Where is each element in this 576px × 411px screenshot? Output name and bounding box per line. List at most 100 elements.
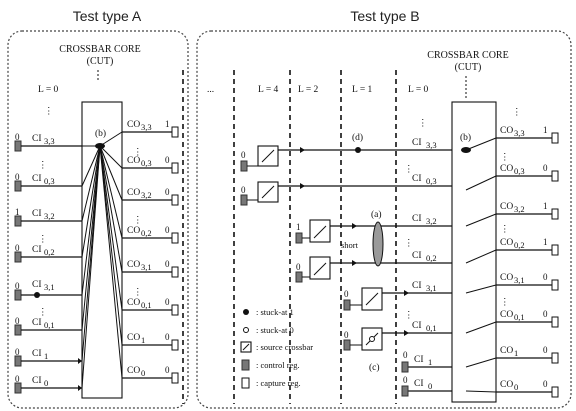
stuck-at-1-dot: [34, 292, 40, 298]
legend-text-control-reg: : control reg.: [256, 360, 300, 370]
ellipsis-icon: ⋮: [418, 119, 428, 129]
ci-bit: 0: [15, 374, 20, 384]
ci-name: CI: [32, 209, 42, 219]
ci-sub: 3,3: [426, 140, 437, 150]
ci-name: CI: [414, 355, 424, 365]
ci-row: 0 CI 0,1: [14, 316, 82, 336]
co-sub: 3,2: [141, 190, 152, 200]
co-bit: 0: [165, 365, 170, 375]
short-fault-icon: [372, 221, 384, 267]
capture-register-icon: [551, 208, 559, 220]
ci-name: CI: [412, 174, 422, 184]
src-bit: 0: [344, 289, 349, 299]
legend-filled-dot-icon: [243, 309, 249, 315]
ci-bit: 0: [403, 375, 408, 385]
ci-sub: 3,1: [44, 282, 55, 292]
control-register-icon: [343, 339, 351, 351]
legend-text-stuck-at-1: : stuck-at 1: [256, 307, 294, 317]
ci-bit: 0: [15, 243, 20, 253]
legend-text-capture-reg: : capture reg.: [256, 378, 301, 388]
ci-name: CI: [32, 134, 42, 144]
legend-capture-register-icon: [241, 377, 250, 389]
crossbar-wiring-a: [81, 131, 123, 389]
ellipsis-icon: ⋮: [500, 298, 510, 308]
co-sub: 0,1: [514, 312, 525, 322]
control-register-icon: [14, 140, 22, 152]
co-bit: 0: [165, 155, 170, 165]
stuck-at-0-dot: [369, 336, 375, 342]
co-sub: 0,3: [514, 166, 525, 176]
ci-row: 0 CI 0,2: [14, 243, 82, 263]
co-bit: 1: [543, 125, 548, 135]
ci-bit: 0: [15, 347, 20, 357]
capture-register-icon: [551, 244, 559, 256]
arrowhead-icon: [78, 358, 82, 364]
co-sub: 0,1: [141, 300, 152, 310]
marker-d: (d): [352, 132, 363, 143]
legend-hollow-dot-icon: [243, 327, 249, 333]
src-bit: 1: [296, 222, 301, 232]
co-name: CO: [500, 126, 513, 136]
ci-sub: 0,3: [44, 176, 55, 186]
stuck-at-1-dot: [355, 147, 361, 153]
title-test-type-a: Test type A: [73, 8, 142, 24]
src-bit: 0: [296, 262, 301, 272]
marker-c: (c): [369, 362, 380, 373]
short-label: short: [341, 240, 359, 250]
ci-name: CI: [412, 281, 422, 291]
co-bit: 0: [165, 297, 170, 307]
control-register-icon: [240, 160, 248, 172]
ci-bit: 0: [15, 132, 20, 142]
capture-register-icon: [551, 352, 559, 364]
co-name: CO: [500, 164, 513, 174]
co-bit: 0: [165, 225, 170, 235]
co-name: CO: [127, 226, 140, 236]
co-name: CO: [127, 188, 140, 198]
co-bit: 0: [543, 379, 548, 389]
control-register-icon: [401, 361, 409, 373]
control-register-icon: [401, 385, 409, 397]
legend: : stuck-at 1 : stuck-at 0 : source cross…: [240, 307, 313, 389]
capture-register-icon: [171, 339, 179, 351]
level-label-l4: L = 4: [258, 85, 279, 95]
panel-b-content: CROSSBAR CORE (CUT) ... L = 4 L = 2 L = …: [207, 50, 559, 404]
core-sub-b: (CUT): [455, 62, 482, 73]
co-name: CO: [500, 346, 513, 356]
ci-row: 0 CI 0,3: [14, 172, 82, 192]
control-register-icon: [14, 180, 22, 192]
ellipsis-icon: ⋮: [38, 161, 48, 171]
ellipsis-icon: ⋮: [404, 165, 414, 175]
ellipsis-icon: ⋮: [38, 308, 48, 318]
ci-sub: 1: [44, 351, 48, 361]
marker-b-b: (b): [460, 132, 471, 143]
co-sub: 1: [514, 348, 518, 358]
src-bit: 0: [241, 185, 246, 195]
co-sub: 0: [141, 368, 145, 378]
co-bit: 0: [165, 259, 170, 269]
level-label-l2: L = 2: [298, 85, 319, 95]
co-bit: 0: [543, 309, 548, 319]
co-sub: 1: [141, 335, 145, 345]
capture-register-icon: [171, 372, 179, 384]
co-sub: 3,3: [514, 128, 525, 138]
ellipsis-icon: ⋮: [500, 153, 510, 163]
source-crossbar-l2: 1 0: [295, 219, 331, 283]
co-bit: 0: [543, 272, 548, 282]
src-bit: 0: [344, 330, 349, 340]
co-sub: 0: [514, 382, 518, 392]
co-name: CO: [127, 260, 140, 270]
source-crossbar-icon: [309, 219, 331, 243]
ci-row: 1 CI 3,2: [14, 207, 82, 227]
control-register-icon: [343, 299, 351, 311]
capture-register-icon: [551, 386, 559, 398]
co-name: CO: [500, 238, 513, 248]
ci-sub: 0,1: [426, 323, 437, 333]
capture-register-icon: [171, 126, 179, 138]
ellipsis-icon: ⋮: [44, 107, 54, 117]
co-sub: 3,2: [514, 204, 525, 214]
legend-control-register-icon: [241, 359, 250, 371]
ci-sub: 3,1: [426, 283, 437, 293]
co-sub: 3,3: [141, 122, 152, 132]
co-name: CO: [127, 366, 140, 376]
